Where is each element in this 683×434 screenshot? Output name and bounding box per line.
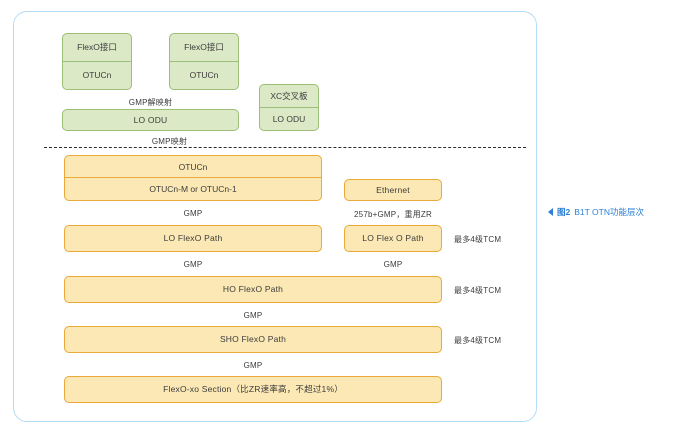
gmp-demapping-label: GMP解映射: [128, 98, 173, 107]
otucn-m-label: OTUCn-M or OTUCn-1: [149, 184, 237, 194]
gmp-label-right-2: GMP: [383, 260, 403, 269]
xc-board-lo-odu-label: LO ODU: [272, 113, 306, 124]
figure-number: 图2: [557, 207, 571, 217]
tcm-label-sho: 最多4级TCM: [454, 336, 502, 345]
adaptation-label-right-1: 257b+GMP，重用ZR: [354, 210, 432, 219]
flexo-xo-section-box: FlexO-xo Section（比ZR速率高，不超过1%）: [64, 376, 442, 403]
diagram-frame: FlexO接口 OTUCn FlexO接口 OTUCn XC交叉板 LO ODU…: [13, 11, 537, 422]
otucn-stack-block: OTUCn OTUCn-M or OTUCn-1: [64, 155, 322, 201]
ethernet-box: Ethernet: [344, 179, 442, 201]
gmp-label-left-3: GMP: [243, 311, 263, 320]
flexo-interface-block-2: FlexO接口 OTUCn: [169, 33, 239, 90]
caption-left-arrow-icon: [548, 208, 553, 216]
lo-odu-box: LO ODU: [62, 109, 239, 131]
domain-divider: [44, 147, 526, 148]
gmp-mapping-label: GMP映射: [151, 137, 188, 146]
gmp-label-left-4: GMP: [243, 361, 263, 370]
lo-flexo-path-right-box: LO Flex O Path: [344, 225, 442, 252]
flexo-interface-2-label: FlexO接口: [170, 34, 238, 62]
flexo-interface-2-otucn-label: OTUCn: [189, 70, 219, 81]
flexo-interface-block-1: FlexO接口 OTUCn: [62, 33, 132, 90]
tcm-label-ho: 最多4级TCM: [454, 286, 502, 295]
gmp-label-left-1: GMP: [183, 209, 203, 218]
otucn-label: OTUCn: [65, 156, 321, 178]
figure-caption-text: B1T OTN功能层次: [574, 207, 644, 217]
flexo-interface-1-label: FlexO接口: [63, 34, 131, 62]
ho-flexo-path-box: HO FlexO Path: [64, 276, 442, 303]
xc-board-label: XC交叉板: [260, 85, 318, 108]
gmp-label-left-2: GMP: [183, 260, 203, 269]
flexo-interface-1-otucn-label: OTUCn: [82, 70, 112, 81]
sho-flexo-path-box: SHO FlexO Path: [64, 326, 442, 353]
figure-caption: 图2 B1T OTN功能层次: [548, 206, 644, 218]
lo-flexo-path-left-box: LO FlexO Path: [64, 225, 322, 252]
tcm-label-lo: 最多4级TCM: [454, 235, 502, 244]
xc-board-block: XC交叉板 LO ODU: [259, 84, 319, 131]
